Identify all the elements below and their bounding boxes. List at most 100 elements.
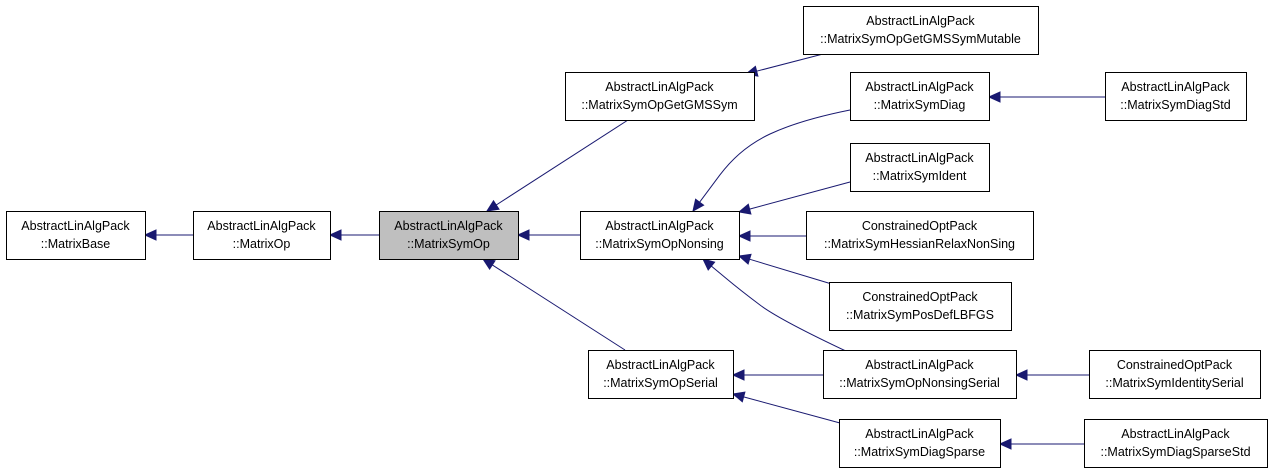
- class-node-matrix-sym-hessian-relax-non-sing[interactable]: ConstrainedOptPack::MatrixSymHessianRela…: [806, 211, 1034, 260]
- class-node-matrix-sym-op-nonsing[interactable]: AbstractLinAlgPack::MatrixSymOpNonsing: [580, 211, 740, 260]
- edge-line: [711, 265, 849, 353]
- class-namespace-label: AbstractLinAlgPack: [866, 14, 975, 28]
- class-node-matrix-sym-identity-serial[interactable]: ConstrainedOptPack::MatrixSymIdentitySer…: [1089, 350, 1261, 399]
- class-namespace-label: AbstractLinAlgPack: [1121, 80, 1230, 94]
- inheritance-edge: [731, 369, 823, 381]
- class-name-label: ::MatrixSymIdentitySerial: [1105, 376, 1243, 390]
- inheritance-edge: [987, 91, 1105, 103]
- arrowhead-icon: [987, 91, 1001, 103]
- class-node-box[interactable]: [823, 350, 1017, 399]
- class-namespace-label: AbstractLinAlgPack: [865, 427, 974, 441]
- arrowhead-icon: [1014, 369, 1028, 381]
- class-node-matrix-sym-op-serial[interactable]: AbstractLinAlgPack::MatrixSymOpSerial: [588, 350, 734, 399]
- class-node-matrix-op[interactable]: AbstractLinAlgPack::MatrixOp: [193, 211, 331, 260]
- class-name-label: ::MatrixSymOpSerial: [603, 376, 718, 390]
- edge-line: [495, 119, 629, 206]
- class-node-matrix-sym-pos-def-lbfgs[interactable]: ConstrainedOptPack::MatrixSymPosDefLBFGS: [829, 282, 1012, 331]
- inheritance-edge: [485, 119, 629, 212]
- arrowhead-icon: [516, 229, 530, 241]
- class-node-matrix-base[interactable]: AbstractLinAlgPack::MatrixBase: [6, 211, 146, 260]
- class-namespace-label: AbstractLinAlgPack: [865, 80, 974, 94]
- class-node-box[interactable]: [803, 6, 1039, 55]
- class-namespace-label: AbstractLinAlgPack: [1121, 427, 1230, 441]
- class-node-box[interactable]: [6, 211, 146, 260]
- class-node-box[interactable]: [806, 211, 1034, 260]
- class-node-box[interactable]: [1084, 419, 1268, 468]
- arrowhead-icon: [143, 229, 157, 241]
- class-name-label: ::MatrixSymOpGetGMSSym: [581, 98, 737, 112]
- inheritance-edge: [737, 230, 806, 242]
- class-namespace-label: AbstractLinAlgPack: [394, 219, 503, 233]
- class-name-label: ::MatrixSymOp: [407, 237, 490, 251]
- class-namespace-label: AbstractLinAlgPack: [207, 219, 316, 233]
- class-namespace-label: AbstractLinAlgPack: [865, 358, 974, 372]
- edge-line: [743, 396, 841, 424]
- class-node-matrix-sym-op[interactable]: AbstractLinAlgPack::MatrixSymOp: [379, 211, 519, 260]
- inheritance-edge: [998, 438, 1084, 450]
- class-node-matrix-sym-op-nonsing-serial[interactable]: AbstractLinAlgPack::MatrixSymOpNonsingSe…: [823, 350, 1017, 399]
- class-node-box[interactable]: [1089, 350, 1261, 399]
- class-node-matrix-sym-op-get-gms-sym-mutable[interactable]: AbstractLinAlgPack::MatrixSymOpGetGMSSym…: [803, 6, 1039, 55]
- edge-line: [749, 181, 851, 210]
- inheritance-edge: [737, 253, 836, 286]
- inheritance-edge: [516, 229, 580, 241]
- class-namespace-label: ConstrainedOptPack: [862, 219, 978, 233]
- class-name-label: ::MatrixSymOpNonsingSerial: [839, 376, 999, 390]
- class-name-label: ::MatrixBase: [41, 237, 111, 251]
- class-name-label: ::MatrixSymDiagStd: [1120, 98, 1230, 112]
- class-node-matrix-sym-diag-std[interactable]: AbstractLinAlgPack::MatrixSymDiagStd: [1105, 72, 1247, 121]
- class-node-matrix-sym-op-get-gms-sym[interactable]: AbstractLinAlgPack::MatrixSymOpGetGMSSym: [565, 72, 755, 121]
- class-namespace-label: AbstractLinAlgPack: [865, 151, 974, 165]
- class-name-label: ::MatrixSymIdent: [873, 169, 967, 183]
- class-namespace-label: ConstrainedOptPack: [1117, 358, 1233, 372]
- class-node-matrix-sym-ident[interactable]: AbstractLinAlgPack::MatrixSymIdent: [850, 143, 990, 192]
- inheritance-edge: [692, 109, 851, 212]
- class-name-label: ::MatrixSymDiagSparseStd: [1100, 445, 1250, 459]
- class-node-box[interactable]: [580, 211, 740, 260]
- edge-line: [492, 264, 626, 351]
- class-namespace-label: AbstractLinAlgPack: [606, 358, 715, 372]
- arrowhead-icon: [692, 198, 705, 212]
- inheritance-edge: [143, 229, 193, 241]
- inheritance-edge: [737, 181, 851, 215]
- class-node-box[interactable]: [588, 350, 734, 399]
- class-namespace-label: AbstractLinAlgPack: [605, 219, 714, 233]
- class-namespace-label: AbstractLinAlgPack: [605, 80, 714, 94]
- class-namespace-label: ConstrainedOptPack: [862, 290, 978, 304]
- edge-line: [756, 53, 824, 72]
- arrowhead-icon: [998, 438, 1012, 450]
- class-name-label: ::MatrixSymPosDefLBFGS: [846, 308, 994, 322]
- class-node-matrix-sym-diag[interactable]: AbstractLinAlgPack::MatrixSymDiag: [850, 72, 990, 121]
- inheritance-edge: [702, 258, 849, 353]
- inheritance-edge: [328, 229, 379, 241]
- class-node-matrix-sym-diag-sparse-std[interactable]: AbstractLinAlgPack::MatrixSymDiagSparseS…: [1084, 419, 1268, 468]
- class-name-label: ::MatrixSymOpGetGMSSymMutable: [820, 32, 1021, 46]
- inheritance-edge: [1014, 369, 1089, 381]
- class-namespace-label: AbstractLinAlgPack: [21, 219, 130, 233]
- arrowhead-icon: [731, 391, 746, 403]
- class-name-label: ::MatrixSymHessianRelaxNonSing: [824, 237, 1015, 251]
- nodes-layer: AbstractLinAlgPack::MatrixBaseAbstractLi…: [6, 6, 1268, 468]
- edges-layer: [143, 53, 1105, 450]
- inheritance-edge: [481, 258, 626, 351]
- class-node-box[interactable]: [193, 211, 331, 260]
- arrowhead-icon: [737, 253, 752, 265]
- inheritance-edge: [744, 53, 824, 77]
- class-node-box[interactable]: [839, 419, 1001, 468]
- class-name-label: ::MatrixOp: [233, 237, 291, 251]
- class-node-box[interactable]: [850, 143, 990, 192]
- class-node-matrix-sym-diag-sparse[interactable]: AbstractLinAlgPack::MatrixSymDiagSparse: [839, 419, 1001, 468]
- arrowhead-icon: [485, 199, 500, 212]
- class-name-label: ::MatrixSymDiag: [874, 98, 966, 112]
- class-node-box[interactable]: [379, 211, 519, 260]
- edge-line: [699, 109, 851, 203]
- arrowhead-icon: [737, 230, 751, 242]
- edge-line: [749, 258, 836, 286]
- class-node-box[interactable]: [850, 72, 990, 121]
- class-node-box[interactable]: [1105, 72, 1247, 121]
- arrowhead-icon: [737, 203, 752, 215]
- arrowhead-icon: [731, 369, 745, 381]
- class-node-box[interactable]: [565, 72, 755, 121]
- class-node-box[interactable]: [829, 282, 1012, 331]
